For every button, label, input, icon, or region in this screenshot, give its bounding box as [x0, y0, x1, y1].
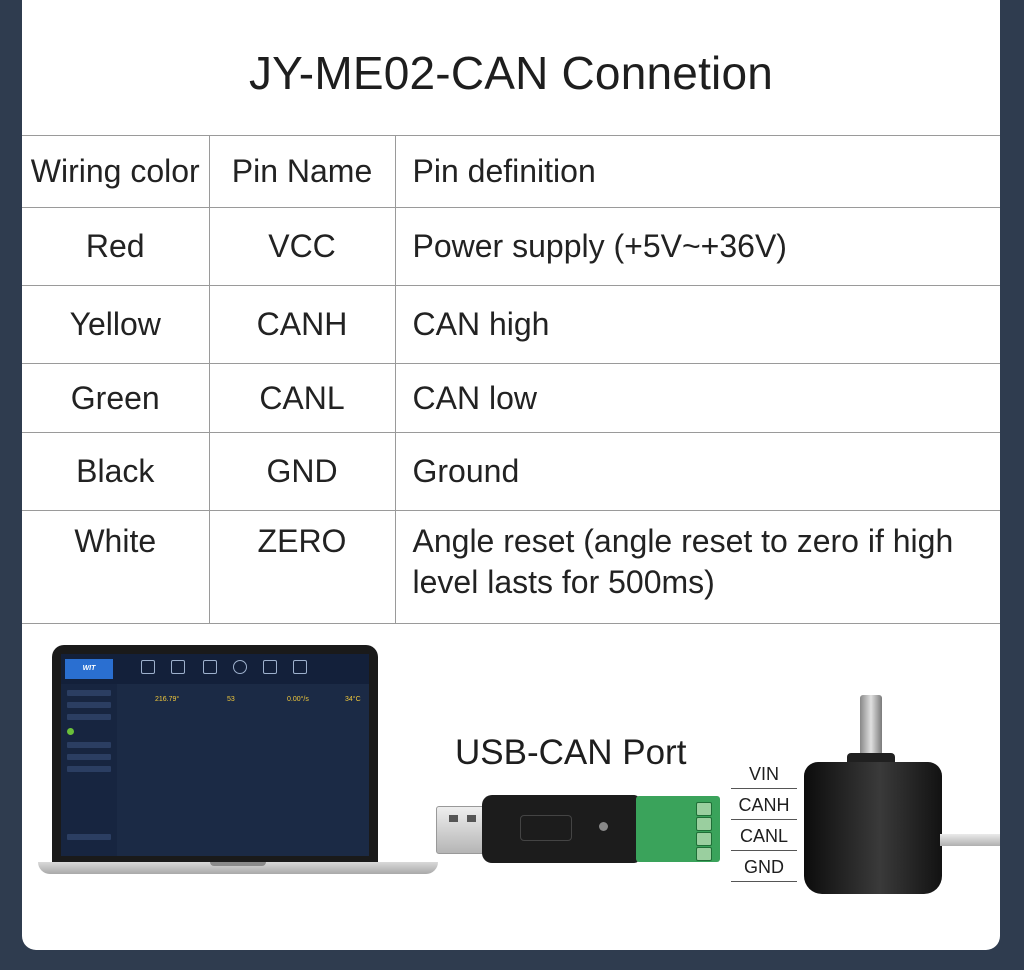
cell-definition: Ground	[394, 432, 1000, 511]
table-row: White ZERO Angle reset (angle reset to z…	[22, 510, 1000, 624]
usb-contact	[467, 815, 476, 822]
laptop-icon: WIT 216.79° 53 0.00°/s 34°C	[52, 645, 378, 863]
cell-color: Red	[22, 207, 209, 286]
sidebar-row	[67, 714, 111, 720]
cell-pin: VCC	[208, 207, 395, 286]
screw-terminal	[696, 847, 712, 861]
cell-pin: CANH	[208, 285, 395, 364]
screw-terminal	[696, 817, 712, 831]
metric-angle: 216.79°	[155, 696, 180, 703]
pin-label-canh: CANH	[731, 791, 797, 820]
pin-label-canl: CANL	[731, 822, 797, 851]
cell-color: Black	[22, 432, 209, 511]
settings-icon	[263, 660, 277, 674]
cell-pin: CANL	[208, 363, 395, 433]
cell-definition: Angle reset (angle reset to zero if high…	[394, 510, 1000, 624]
table-row: Black GND Ground	[22, 432, 1000, 511]
laptop-notch	[210, 862, 266, 866]
usb-symbol-icon	[520, 815, 572, 841]
record-icon	[233, 660, 247, 674]
header-pin-name: Pin Name	[208, 135, 395, 208]
encoder-icon	[804, 762, 942, 894]
usb-can-port-label: USB-CAN Port	[455, 733, 687, 772]
sidebar-row	[67, 690, 111, 696]
app-sidebar	[61, 684, 117, 856]
cube-icon	[171, 660, 185, 674]
connection-card: JY-ME02-CAN Connetion Wiring color Pin N…	[22, 0, 1000, 950]
app-logo: WIT	[65, 659, 113, 679]
table-row: Green CANL CAN low	[22, 363, 1000, 433]
screw-terminal	[696, 802, 712, 816]
table-row: Yellow CANH CAN high	[22, 285, 1000, 364]
metric-speed: 0.00°/s	[287, 696, 309, 703]
terminal-block-icon	[636, 796, 720, 862]
sidebar-row	[67, 766, 111, 772]
laptop-base	[38, 862, 438, 874]
pin-label-gnd: GND	[731, 853, 797, 882]
header-pin-definition: Pin definition	[394, 135, 1000, 208]
app-toolbar: WIT	[61, 654, 369, 684]
cell-pin: GND	[208, 432, 395, 511]
metric-temp: 34°C	[345, 696, 361, 703]
sidebar-row	[67, 754, 111, 760]
chart-icon	[203, 660, 217, 674]
cell-color: Green	[22, 363, 209, 433]
cell-definition: Power supply (+5V~+36V)	[394, 207, 1000, 286]
page-title: JY-ME02-CAN Connetion	[248, 47, 774, 99]
cell-pin: ZERO	[208, 510, 395, 624]
cell-color: Yellow	[22, 285, 209, 364]
sidebar-row	[67, 742, 111, 748]
encoder-shaft	[860, 695, 882, 755]
usb-contact	[449, 815, 458, 822]
table-row: Red VCC Power supply (+5V~+36V)	[22, 207, 1000, 286]
sidebar-row	[67, 702, 111, 708]
cell-color: White	[22, 510, 209, 624]
screw-terminal	[696, 832, 712, 846]
file-icon	[141, 660, 155, 674]
cell-definition: CAN high	[394, 285, 1000, 364]
usb-adapter-body	[482, 795, 640, 863]
status-dot-icon	[67, 728, 74, 735]
header-wiring-color: Wiring color	[22, 135, 209, 208]
led-indicator	[599, 822, 608, 831]
usb-plug-icon	[436, 806, 490, 854]
app-screenshot: WIT 216.79° 53 0.00°/s 34°C	[61, 654, 369, 856]
sliders-icon	[293, 660, 307, 674]
cell-definition: CAN low	[394, 363, 1000, 433]
metric-count: 53	[227, 696, 235, 703]
table-header-row: Wiring color Pin Name Pin definition	[22, 135, 1000, 208]
encoder-cable	[940, 834, 1000, 846]
pin-table: Wiring color Pin Name Pin definition Red…	[22, 135, 1000, 624]
sidebar-row	[67, 834, 111, 840]
pin-label-vin: VIN	[731, 760, 797, 789]
